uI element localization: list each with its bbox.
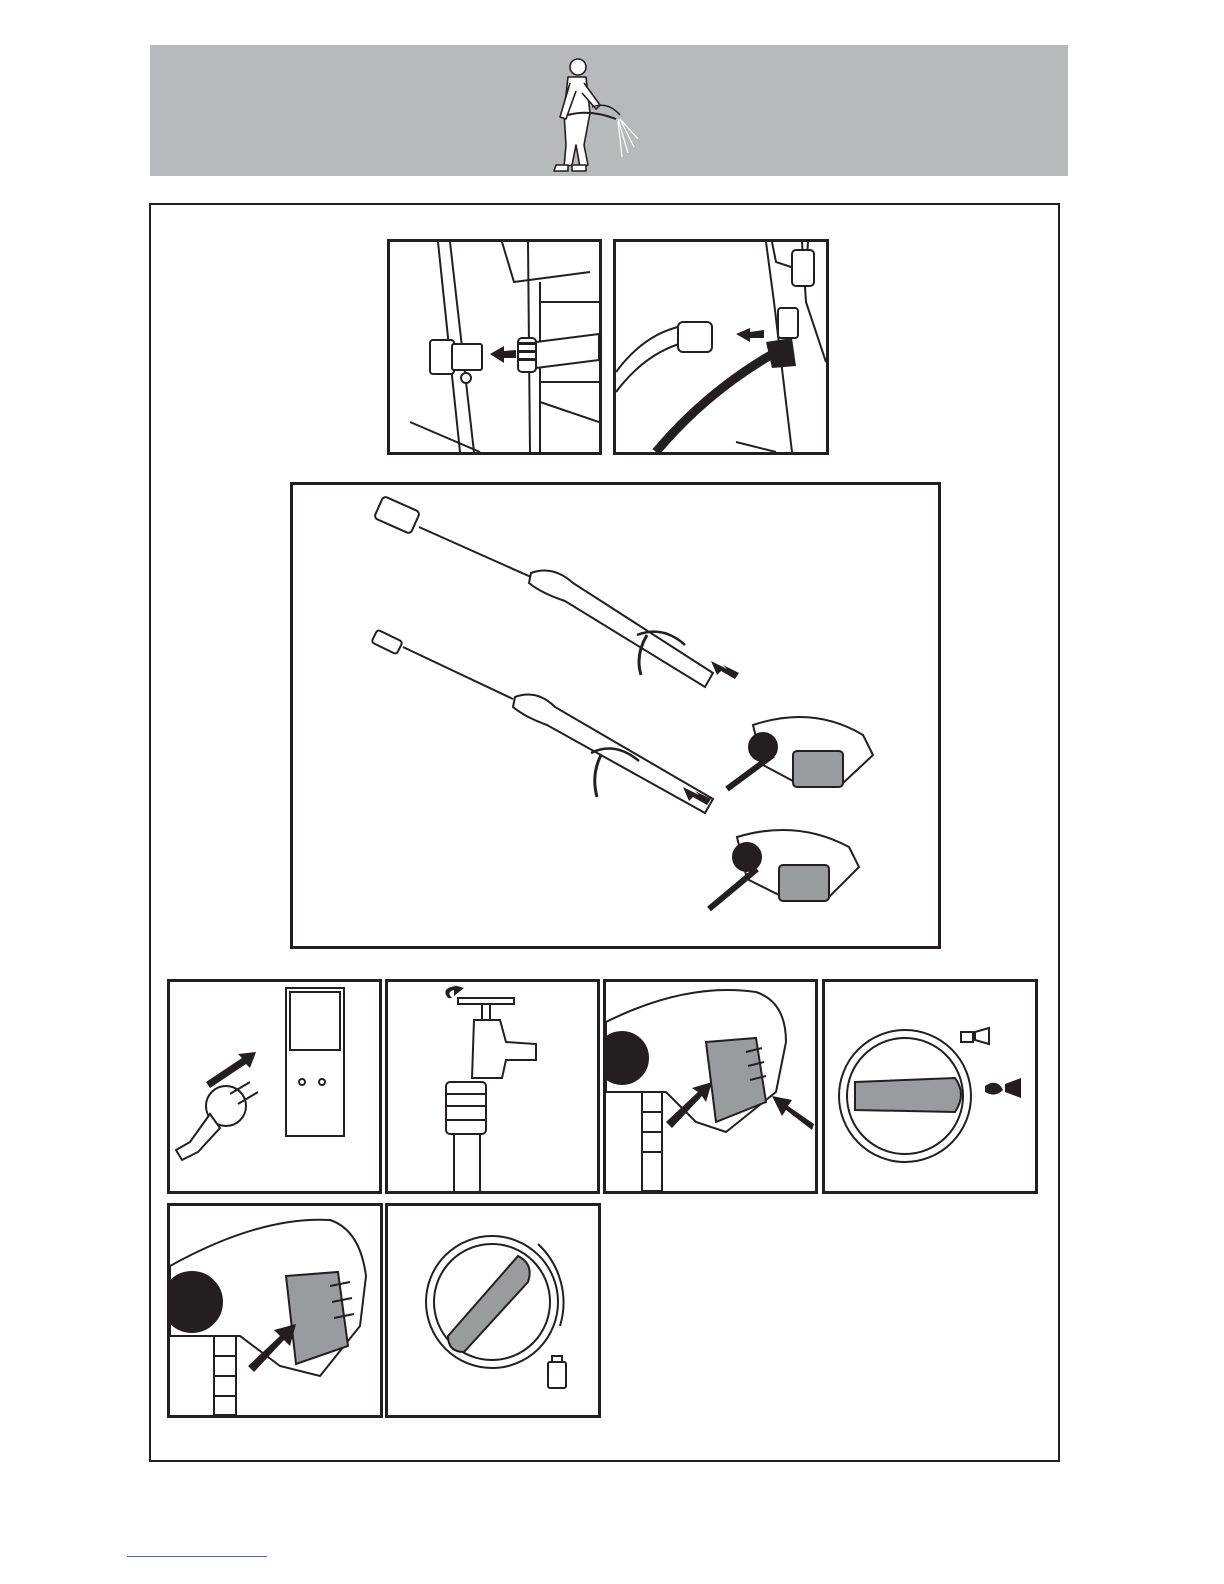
figure-open-tap: [385, 979, 600, 1194]
nozzle-dial-icon: [825, 982, 1035, 1191]
figure-hose-outlet-connect: [387, 239, 602, 455]
figure-trigger-press: [167, 1203, 383, 1418]
hose-to-outlet-arrow-icon: [390, 242, 599, 452]
figure-hose-gun-connect: [613, 239, 829, 455]
footer-rule: [127, 1556, 267, 1557]
figure-detergent-dial: [385, 1203, 601, 1418]
figure-nozzle-selector: [822, 979, 1038, 1194]
trigger-release-icon: [170, 1206, 380, 1415]
figure-plug-in-socket: [167, 979, 382, 1194]
hose-to-gun-arrow-icon: [616, 242, 826, 452]
detergent-dial-icon: [388, 1206, 598, 1415]
pressure-washer-person-icon: [520, 53, 640, 177]
water-tap-icon: [388, 982, 597, 1191]
figure-lance-assembly: [290, 482, 941, 949]
plug-socket-icon: [170, 982, 379, 1191]
figure-trigger-safety: [603, 979, 818, 1194]
header-banner: [150, 45, 1068, 176]
lance-twist-insert-icon: [293, 485, 938, 946]
trigger-press-icon: [606, 982, 815, 1191]
